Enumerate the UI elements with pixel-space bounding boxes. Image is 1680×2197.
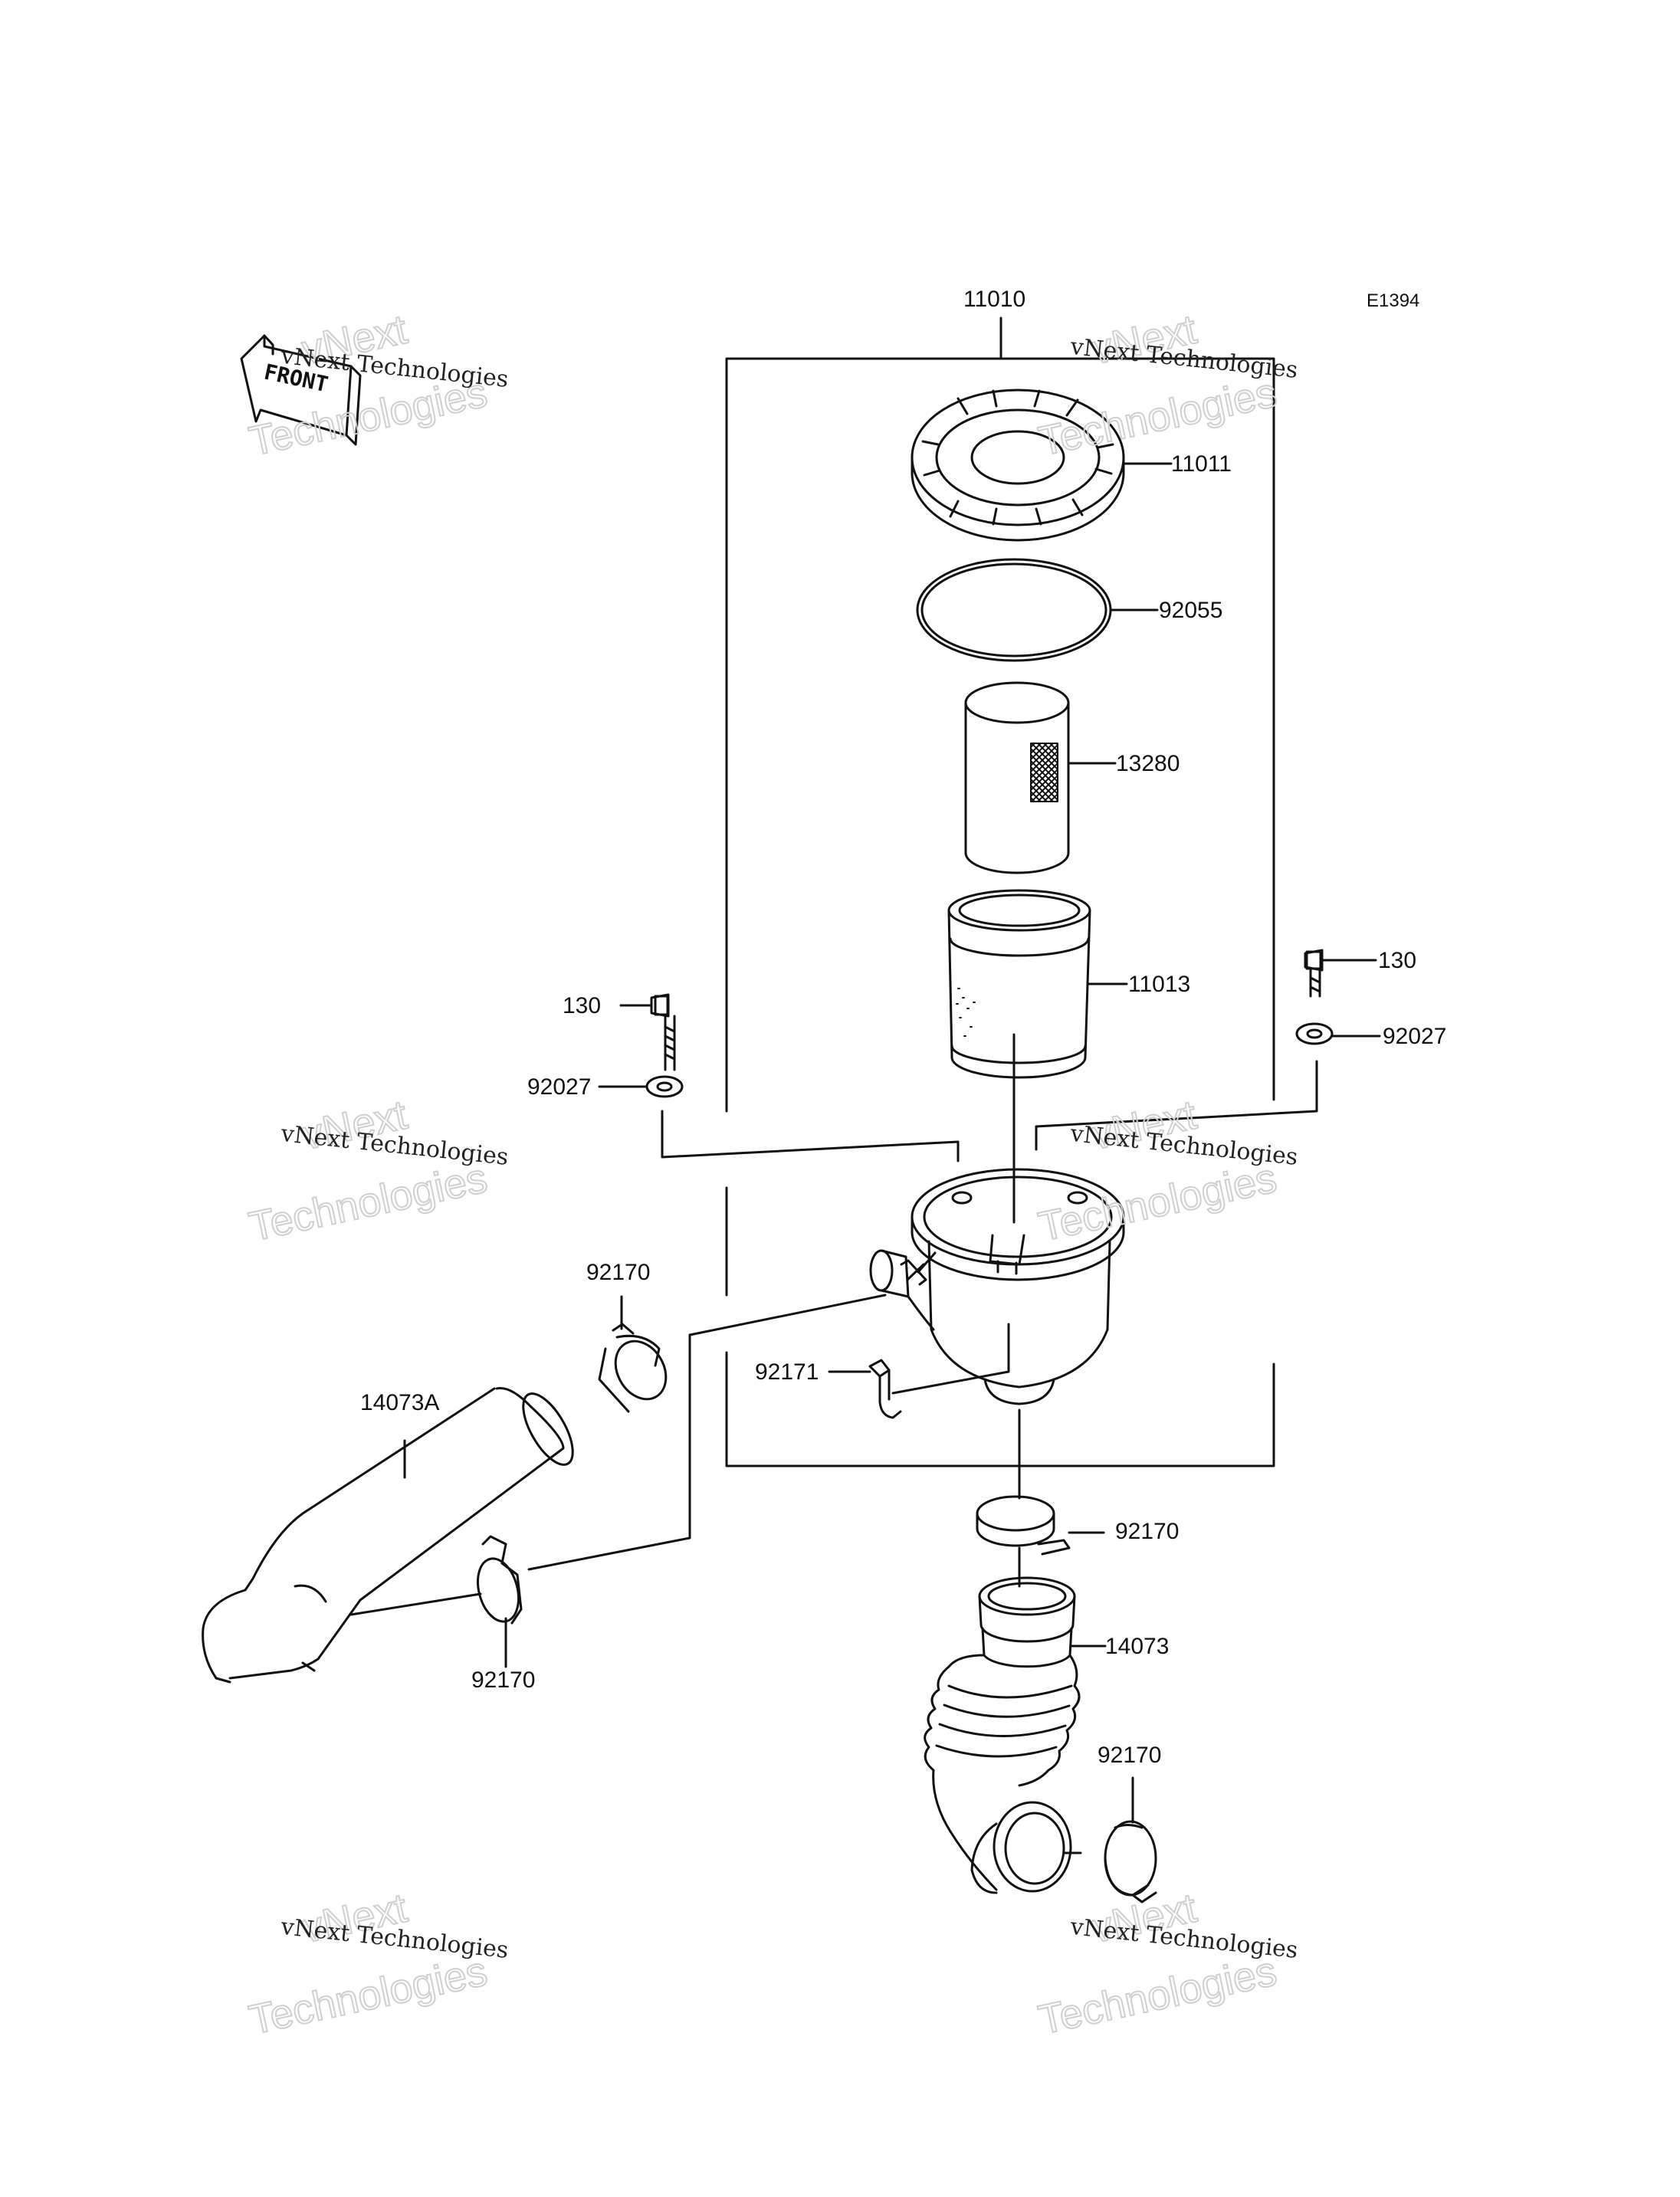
- element-speckles: [956, 988, 976, 1037]
- label-clamp-lower-left: 92170: [471, 1667, 535, 1693]
- label-duct: 14073: [1105, 1634, 1169, 1659]
- outer-element-part: [947, 889, 1128, 1079]
- label-bolt-right: 130: [1378, 948, 1416, 973]
- label-washer-right: 92027: [1383, 1024, 1446, 1049]
- svg-text:Technologies: Technologies: [245, 1155, 491, 1250]
- watermark-bottom-left: vNext Technologies vNext Technologies: [244, 1884, 510, 2045]
- housing-part: [869, 1168, 1125, 1405]
- label-clip: 92171: [755, 1359, 819, 1385]
- leader-right-bolt: [1035, 1060, 1318, 1151]
- svg-text:Technologies: Technologies: [1035, 1155, 1281, 1250]
- bolt-right: [1304, 949, 1377, 998]
- clamp-center: [976, 1408, 1105, 1588]
- label-assembly: 11010: [963, 287, 1025, 312]
- oring-part: [916, 558, 1159, 662]
- washer-right: [1295, 1022, 1381, 1045]
- label-washer-left: 92027: [527, 1074, 591, 1100]
- watermark-middle-left: vNext Technologies vNext Technologies: [244, 1091, 510, 1251]
- leader-inlet-2: [527, 1333, 691, 1571]
- label-clamp-center: 92170: [1115, 1519, 1179, 1544]
- label-cap: 11011: [1171, 451, 1232, 477]
- leader-clip: [891, 1323, 1010, 1395]
- label-bolt-left: 130: [563, 993, 601, 1018]
- label-tube-left: 14073A: [360, 1390, 439, 1415]
- label-outer-element: 11013: [1128, 972, 1190, 997]
- label-clamp-lower-right: 92170: [1098, 1743, 1161, 1768]
- tube-left-part: [202, 1386, 574, 1684]
- cap-part: [911, 389, 1173, 542]
- assembly-bracket: [725, 316, 1275, 1467]
- washer-left: [598, 1075, 684, 1098]
- duct-part: [924, 1576, 1107, 1894]
- clip-part: [828, 1359, 902, 1419]
- label-oring: 92055: [1159, 598, 1222, 623]
- label-inner-element: 13280: [1116, 751, 1180, 776]
- svg-text:Technologies: Technologies: [1035, 369, 1281, 464]
- clamp-lower-left: [349, 1535, 523, 1668]
- svg-text:Technologies: Technologies: [245, 1948, 491, 2043]
- inner-element-part: [964, 681, 1117, 874]
- leader-inlet: [688, 1294, 887, 1336]
- clamp-upper-left: [598, 1295, 668, 1413]
- watermark-middle-right: vNext Technologies vNext Technologies: [1034, 1091, 1299, 1251]
- svg-text:Technologies: Technologies: [1035, 1948, 1281, 2043]
- bolt-left: [619, 993, 676, 1071]
- watermark-top-right: vNext Technologies vNext Technologies: [1034, 306, 1299, 466]
- leader-left-bolt: [661, 1110, 960, 1162]
- watermark-bottom-right: vNext Technologies vNext Technologies: [1034, 1884, 1299, 2045]
- diagram-code: E1394: [1367, 290, 1419, 311]
- label-clamp-upper-left: 92170: [586, 1260, 650, 1285]
- front-arrow-icon: [240, 334, 362, 446]
- clamp-lower-right: [1104, 1776, 1157, 1904]
